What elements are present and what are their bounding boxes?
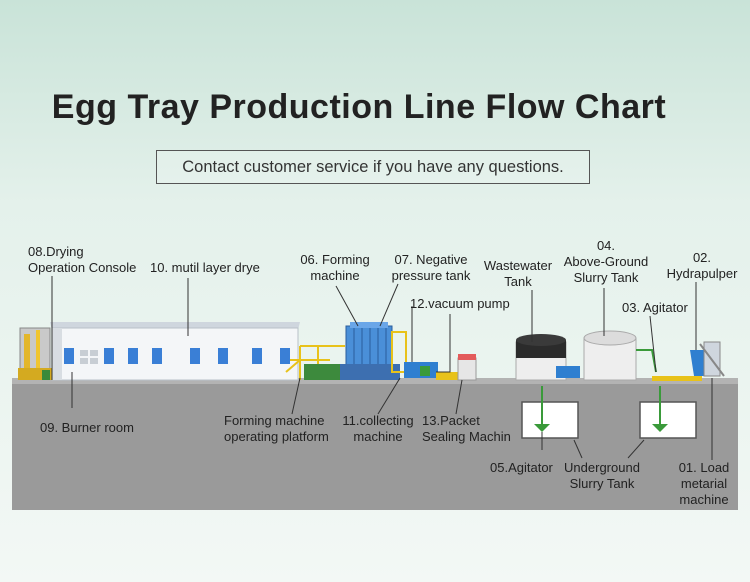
forming-machine	[340, 322, 407, 380]
label-negative-pressure-tank: 07. Negative pressure tank	[391, 252, 471, 283]
label-dryer: 10. mutil layer drye	[150, 260, 260, 275]
page-title: Egg Tray Production Line Flow Chart	[51, 88, 667, 126]
ground-top-edge	[12, 378, 738, 384]
label-drying-console: 08.Drying Operation Console	[28, 244, 137, 275]
burner-room-equipment	[18, 327, 58, 380]
label-agitator-03: 03. Agitator	[622, 300, 688, 315]
label-packet-sealing: 13.Packet Sealing Machin	[422, 413, 511, 444]
contact-text: Contact customer service if you have any…	[182, 158, 564, 176]
forming-base	[304, 364, 340, 380]
wastewater-tank	[515, 334, 580, 381]
label-load-material-machine: 01. Load metarial machine	[678, 460, 730, 507]
leader-lines	[51, 276, 713, 460]
contact-banner: Contact customer service if you have any…	[156, 150, 590, 184]
underground-slurry-tanks	[521, 386, 697, 439]
multi-layer-dryer	[50, 322, 300, 381]
packet-sealing-machine	[457, 354, 477, 381]
label-wastewater-tank: Wastewater Tank	[483, 258, 553, 289]
label-vacuum-pump: 12.vacuum pump	[410, 296, 510, 311]
label-above-ground-slurry-tank: 04. Above-Ground Slurry Tank	[563, 238, 649, 285]
vacuum-pump	[404, 362, 438, 378]
forming-platform	[285, 345, 345, 380]
above-ground-slurry-tank	[583, 330, 637, 381]
ground-slab	[12, 382, 738, 510]
label-hydrapulper: 02. Hydrapulper	[666, 250, 738, 281]
hydrapulper	[652, 341, 725, 381]
agitator-03	[636, 349, 657, 373]
label-agitator-05: 05.Agitator	[490, 460, 553, 475]
label-forming-machine: 06. Forming machine	[300, 252, 370, 283]
label-burner-room: 09. Burner room	[40, 420, 134, 435]
label-collecting-machine: 11.collecting machine	[342, 413, 414, 444]
collecting-machine	[436, 372, 460, 380]
label-underground-slurry-tank: Underground Slurry Tank	[564, 460, 640, 491]
label-forming-platform: Forming machine operating platform	[224, 413, 329, 444]
